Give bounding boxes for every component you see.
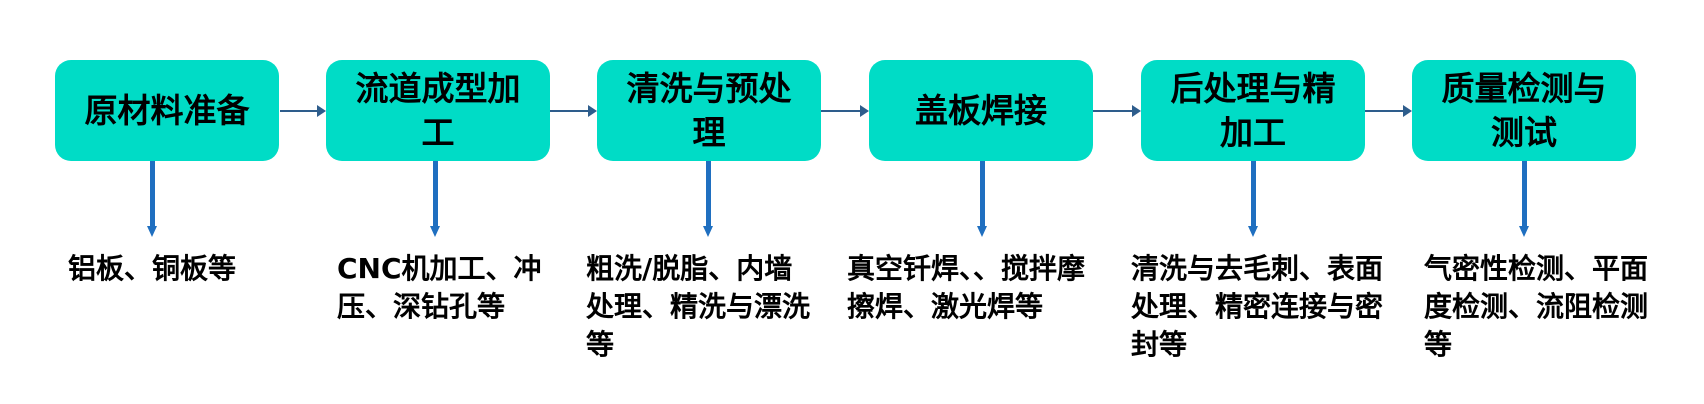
step-detail-2: CNC机加工、冲压、深钻孔等: [337, 252, 542, 323]
arrowhead-right-icon: [860, 105, 869, 117]
step-detail-1: 铝板、铜板等: [68, 252, 237, 285]
detail-arrow-1: [147, 161, 157, 237]
step-box-6: 质量检测与测试: [1412, 60, 1636, 161]
detail-arrow-4: [977, 161, 987, 237]
flow-arrow-1-2: [280, 105, 326, 117]
arrowhead-right-icon: [317, 105, 326, 117]
step-detail-4: 真空钎焊、、搅拌摩擦焊、激光焊等: [847, 252, 1086, 323]
detail-arrow-2: [430, 161, 440, 237]
flow-arrow-3-4: [821, 105, 869, 117]
flow-arrow-line: [1093, 110, 1133, 112]
step-box-2: 流道成型加工: [326, 60, 550, 161]
arrowhead-down-icon: [147, 226, 157, 237]
detail-arrow-line: [1522, 161, 1527, 227]
flow-arrow-line: [821, 110, 861, 112]
detail-arrow-line: [150, 161, 155, 227]
flow-arrow-4-5: [1093, 105, 1141, 117]
step-box-4: 盖板焊接: [869, 60, 1093, 161]
step-title-5: 后处理与精加工: [1170, 68, 1336, 152]
step-box-3: 清洗与预处理: [597, 60, 821, 161]
step-title-4: 盖板焊接: [915, 90, 1047, 130]
arrowhead-right-icon: [1403, 105, 1412, 117]
arrowhead-right-icon: [1132, 105, 1141, 117]
step-title-1: 原材料准备: [84, 90, 250, 130]
flow-arrow-2-3: [550, 105, 597, 117]
arrowhead-down-icon: [1519, 226, 1529, 237]
detail-arrow-line: [980, 161, 985, 227]
step-title-6: 质量检测与测试: [1441, 68, 1607, 152]
flow-arrow-line: [550, 110, 589, 112]
flow-arrow-line: [280, 110, 318, 112]
arrowhead-down-icon: [430, 226, 440, 237]
detail-arrow-6: [1519, 161, 1529, 237]
detail-arrow-line: [433, 161, 438, 227]
arrowhead-down-icon: [977, 226, 987, 237]
detail-arrow-line: [706, 161, 711, 227]
flow-arrow-5-6: [1365, 105, 1412, 117]
detail-arrow-3: [703, 161, 713, 237]
flow-arrow-line: [1365, 110, 1404, 112]
step-box-5: 后处理与精加工: [1141, 60, 1365, 161]
arrowhead-down-icon: [703, 226, 713, 237]
step-box-1: 原材料准备: [55, 60, 279, 161]
detail-arrow-5: [1248, 161, 1258, 237]
step-detail-5: 清洗与去毛刺、表面处理、精密连接与密封等: [1131, 252, 1384, 361]
detail-arrow-line: [1251, 161, 1256, 227]
arrowhead-down-icon: [1248, 226, 1258, 237]
step-detail-6: 气密性检测、平面度检测、流阻检测等: [1424, 252, 1649, 361]
step-title-2: 流道成型加工: [355, 68, 521, 152]
step-title-3: 清洗与预处理: [626, 68, 792, 152]
step-detail-3: 粗洗/脱脂、内墙处理、精洗与漂洗等: [586, 252, 811, 361]
arrowhead-right-icon: [588, 105, 597, 117]
